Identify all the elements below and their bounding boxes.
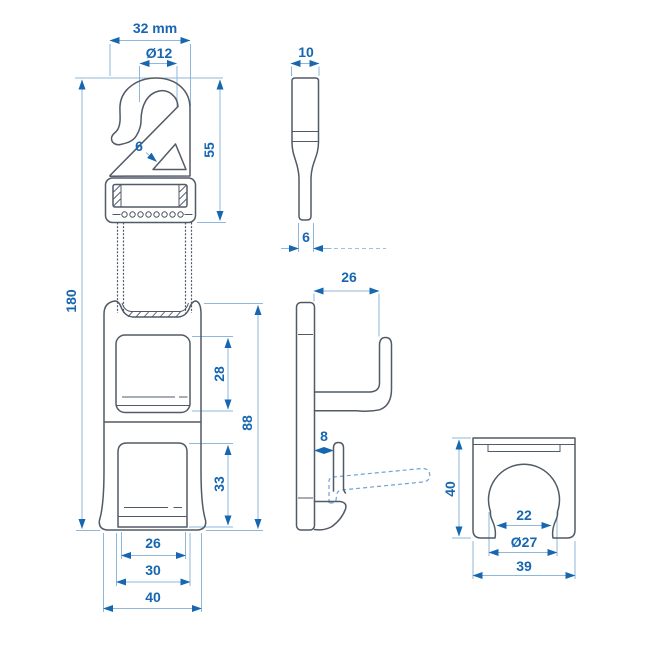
rail-ghost (328, 467, 431, 504)
dim-label-width-32: 32 mm (132, 20, 178, 36)
tensioner-body (98, 300, 207, 531)
buckle-slot-hatch (113, 184, 187, 207)
hook-side-profile (291, 77, 320, 221)
clamp-outline (472, 437, 576, 539)
dim-label-body-height: 88 (239, 415, 255, 431)
hook-front-view (98, 77, 207, 531)
buckle-slot (112, 183, 188, 208)
buckle-teeth (112, 211, 193, 218)
hook-side-view (291, 77, 320, 221)
bracket-upper-hook (313, 336, 393, 412)
upper-window (115, 334, 191, 414)
hook-triangle-cutout (152, 143, 187, 171)
dim-label-body-width: 40 (145, 589, 161, 605)
bracket-side-view (295, 301, 431, 531)
dim-label-strap-width: 30 (145, 562, 161, 578)
dim-label-side-top: 10 (298, 44, 314, 60)
dim-label-clamp-width: 39 (516, 558, 532, 574)
lower-window (117, 442, 188, 528)
hook-outline (109, 77, 191, 177)
dim-label-lower-window: 33 (211, 476, 227, 492)
bracket-lower-finger (332, 441, 347, 494)
dim-label-hook-gap: 6 (135, 138, 143, 154)
dimension-lines (75, 37, 576, 612)
dim-label-clamp-slot: 22 (516, 507, 532, 523)
strap (116, 222, 193, 313)
bracket-front-view (472, 437, 576, 539)
clamp-top-step (487, 444, 561, 452)
dim-label-side-bottom: 6 (302, 229, 310, 245)
bracket-foot (313, 500, 347, 531)
body-strap-slot (121, 302, 189, 312)
dim-label-bracket-gap: 8 (320, 428, 328, 444)
dim-label-hook-height: 55 (201, 142, 217, 158)
dim-label-hole-dia: Ø12 (145, 45, 173, 61)
bracket-plate (295, 301, 316, 531)
dim-label-total-height: 180 (63, 289, 79, 313)
dim-label-upper-window: 28 (211, 366, 227, 382)
dim-label-clamp-height: 40 (442, 481, 458, 497)
body-slot-hatch (127, 310, 182, 318)
dim-label-window-width: 26 (145, 535, 161, 551)
buckle (104, 177, 197, 224)
dim-label-bracket-depth: 26 (341, 269, 357, 285)
dim-label-clamp-dia: Ø27 (510, 534, 538, 550)
